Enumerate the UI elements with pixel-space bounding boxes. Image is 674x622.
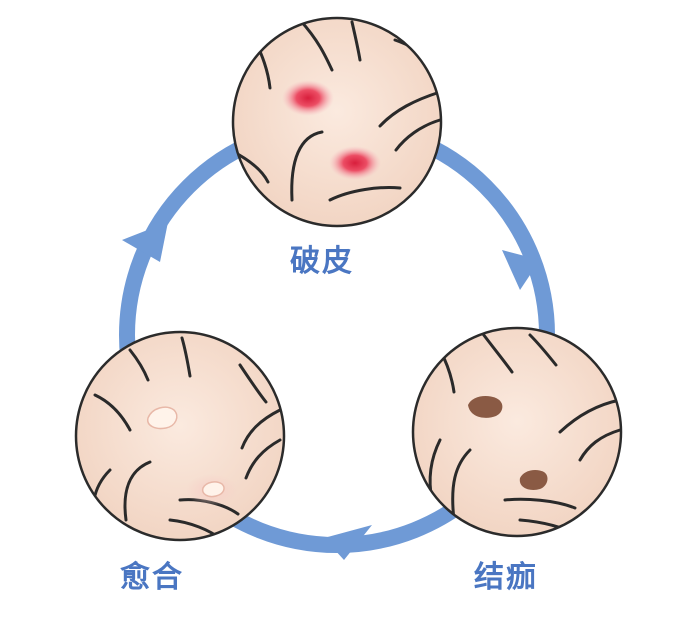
wound-skin-icon [231, 16, 443, 228]
scab-skin-icon [411, 326, 623, 538]
cycle-arrow-icon [324, 525, 372, 560]
stage-label-scab: 结痂 [474, 560, 538, 595]
stage-label-broken-skin: 破皮 [290, 244, 354, 279]
cycle-arrow-icon [122, 222, 168, 262]
stage-label-healed: 愈合 [120, 560, 184, 595]
healed-skin-icon [74, 330, 286, 542]
cycle-arrow-icon [502, 250, 540, 290]
